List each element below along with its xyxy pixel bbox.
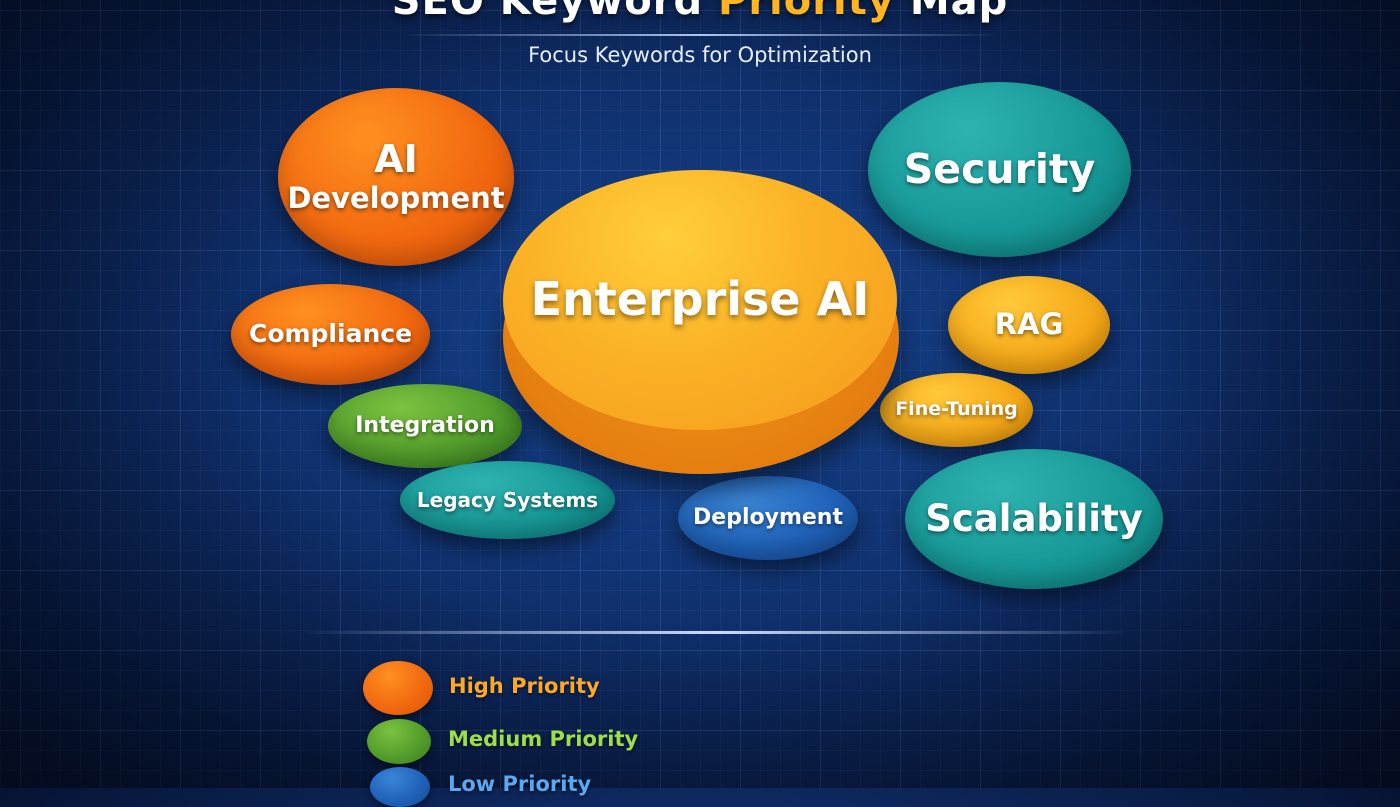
title-part-2: Map — [894, 0, 1009, 24]
title-part-1: SEO Keyword — [391, 0, 719, 24]
bubble-integration-label: Integration — [355, 413, 495, 439]
bubble-compliance: Compliance — [231, 284, 430, 385]
bubble-deployment: Deployment — [678, 476, 858, 560]
bubble-ai-development: AI Development — [278, 88, 514, 266]
bubble-ai-development-line1: AI — [374, 137, 418, 182]
subtitle: Focus Keywords for Optimization — [528, 43, 872, 67]
bubble-security-label: Security — [903, 144, 1096, 193]
legend-swatch-high — [363, 661, 433, 715]
bubble-legacy-systems: Legacy Systems — [400, 461, 615, 539]
bubble-rag-label: RAG — [994, 307, 1064, 342]
title-underline — [400, 34, 1000, 36]
bubble-rag: RAG — [948, 276, 1110, 374]
title-accent: Priority — [718, 0, 895, 24]
legend-label-medium: Medium Priority — [448, 727, 639, 751]
page-title: SEO Keyword Priority Map — [0, 0, 1400, 24]
bubble-fine-tuning-label: Fine-Tuning — [895, 398, 1018, 421]
legend-swatch-low — [370, 767, 430, 807]
bubble-compliance-label: Compliance — [248, 319, 413, 349]
bubble-ai-development-line2: Development — [287, 181, 505, 216]
bubble-legacy-systems-label: Legacy Systems — [416, 487, 599, 512]
bubble-security: Security — [868, 82, 1131, 257]
bubble-deployment-label: Deployment — [693, 505, 843, 531]
bubble-scalability-label: Scalability — [925, 496, 1143, 540]
bubble-scalability: Scalability — [905, 449, 1163, 589]
center-bubble-label: Enterprise AI — [530, 272, 870, 326]
legend-divider — [300, 631, 1130, 634]
legend-swatch-medium — [367, 719, 431, 764]
legend-label-high: High Priority — [449, 674, 600, 698]
center-bubble-enterprise-ai: Enterprise AI — [503, 170, 897, 430]
bubble-integration: Integration — [328, 384, 522, 468]
legend-label-low: Low Priority — [448, 772, 592, 796]
bubble-fine-tuning: Fine-Tuning — [880, 373, 1033, 447]
